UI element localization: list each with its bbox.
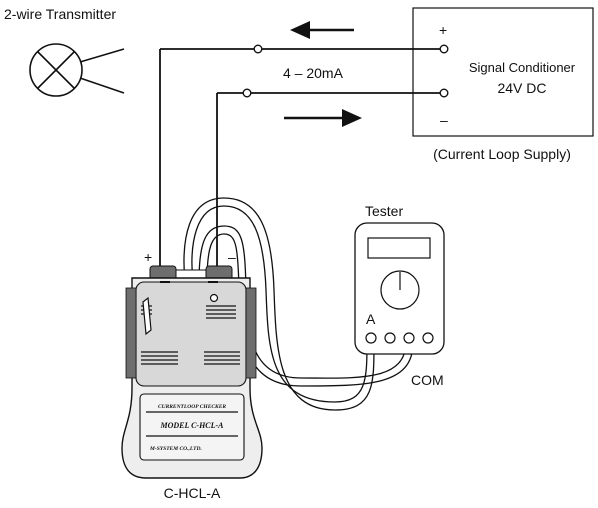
- conditioner-voltage: 24V DC: [497, 80, 546, 96]
- conditioner-title: Signal Conditioner: [469, 60, 576, 75]
- tester-jack: [384, 332, 396, 344]
- checker-contacts: [141, 296, 240, 365]
- checker-button-icon: [209, 293, 219, 303]
- tester-jack-com: [403, 332, 415, 344]
- conditioner-plus-label: +: [439, 22, 447, 38]
- lamp-symbol-icon: [29, 43, 83, 97]
- lead-outer-inner: [191, 205, 368, 403]
- loop-wires: [159, 48, 444, 282]
- checker-grip-right: [245, 287, 257, 379]
- arrow-right-icon: [342, 109, 362, 127]
- current-loop-checker: + –: [121, 249, 263, 501]
- checker-grip-left: [125, 287, 137, 379]
- tester-jack: [422, 332, 434, 344]
- transmitter-lead-top: [79, 48, 125, 63]
- terminal-top-end: [439, 44, 449, 54]
- current-loop-supply-label: (Current Loop Supply): [433, 146, 571, 162]
- panel-title: CURRENTLOOP CHECKER: [158, 404, 226, 410]
- checker-plus-label: +: [144, 249, 152, 265]
- transmitter-lead-bottom: [79, 77, 125, 94]
- tester-label: Tester: [365, 203, 403, 219]
- transmitter: 2-wire Transmitter: [4, 6, 125, 97]
- transmitter-label: 2-wire Transmitter: [4, 6, 116, 22]
- tester-display: [367, 237, 431, 259]
- tester: Tester A COM: [354, 203, 445, 388]
- terminal-top-mid: [253, 44, 263, 54]
- conditioner-box: [412, 7, 594, 137]
- terminal-bottom-mid: [242, 88, 252, 98]
- lamp-cross-line: [37, 51, 75, 89]
- arrow-left-icon: [290, 21, 310, 39]
- wire-terminals: [242, 44, 449, 98]
- checker-minus-label: –: [228, 249, 236, 265]
- panel-model: MODEL C-HCL-A: [159, 421, 224, 430]
- current-direction-arrows: [284, 21, 362, 127]
- tester-jack-a: [365, 332, 377, 344]
- panel-maker: M-SYSTEM CO.,LTD.: [149, 446, 202, 452]
- terminal-a-label: A: [366, 311, 376, 327]
- terminal-com-label: COM: [411, 372, 444, 388]
- device-name-label: C-HCL-A: [164, 485, 221, 501]
- lead-outer: [183, 197, 375, 411]
- conditioner-minus-label: –: [440, 112, 448, 128]
- terminal-bottom-end: [439, 88, 449, 98]
- checker-label-panel: [139, 393, 245, 461]
- current-range-label: 4 – 20mA: [283, 65, 344, 81]
- signal-conditioner: + – Signal Conditioner 24V DC (Current L…: [412, 7, 594, 162]
- checker-module: [135, 281, 247, 387]
